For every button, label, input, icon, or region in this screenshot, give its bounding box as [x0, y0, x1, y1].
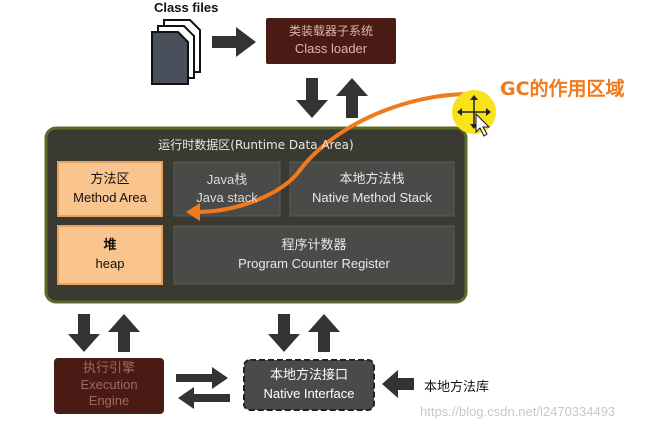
pc-register-text: 程序计数器 Program Counter Register: [174, 237, 454, 273]
method-area-en: Method Area: [73, 190, 147, 205]
pc-register-cn: 程序计数器: [281, 238, 347, 253]
class-files-label: Class files: [154, 0, 219, 15]
class-loader-text: 类装载器子系统 Class loader: [266, 22, 396, 58]
native-interface-en: Native Interface: [263, 386, 355, 401]
native-method-stack-cn: 本地方法栈: [339, 172, 405, 187]
gc-arrow: [195, 91, 479, 214]
arrow-to-classloader: [212, 27, 256, 57]
arrow-runtime-to-native: [268, 314, 300, 352]
native-interface-text: 本地方法接口 Native Interface: [244, 367, 374, 403]
arrow-library-to-interface: [382, 370, 414, 398]
class-loader-box: [266, 18, 396, 64]
arrow-runtime-to-engine: [68, 314, 100, 352]
heap-cn: 堆: [103, 238, 117, 253]
class-files-icon: [151, 19, 201, 85]
move-cursor-icon: [457, 95, 491, 137]
native-method-stack-text: 本地方法栈 Native Method Stack: [290, 171, 454, 207]
native-method-stack-en: Native Method Stack: [312, 190, 432, 205]
watermark-text: https://blog.csdn.net/l2470334493: [420, 404, 616, 419]
heap-box: [57, 225, 163, 285]
java-stack-text: Java栈 Java stack: [174, 171, 280, 207]
java-stack-en: Java stack: [196, 190, 258, 205]
native-interface-cn: 本地方法接口: [269, 368, 348, 383]
java-stack-cn: Java栈: [206, 172, 248, 187]
execution-engine-box: [54, 358, 164, 414]
native-method-stack-box: [289, 161, 455, 217]
execution-engine-en2: Engine: [88, 393, 130, 408]
class-loader-cn: 类装载器子系统: [288, 24, 373, 38]
method-area-text: 方法区 Method Area: [58, 171, 162, 207]
heap-en: heap: [95, 256, 125, 271]
native-interface-box: [243, 359, 375, 411]
arrow-classloader-down: [296, 78, 328, 118]
pc-register-box: [173, 225, 455, 285]
execution-engine-cn: 执行引擎: [82, 361, 135, 376]
arrow-engine-to-interface: [176, 367, 228, 389]
arrow-engine-to-runtime: [108, 314, 140, 352]
native-library-label: 本地方法库: [424, 380, 490, 395]
arrow-interface-to-engine: [178, 387, 230, 409]
execution-engine-en1: Execution: [80, 377, 138, 392]
runtime-area-title: 运行时数据区(Runtime Data Area): [158, 138, 354, 152]
execution-engine-text: 执行引擎 Execution Engine: [54, 361, 164, 409]
arrow-native-to-runtime: [308, 314, 340, 352]
method-area-box: [57, 161, 163, 217]
gc-annotation-label: GC的作用区域: [500, 78, 625, 100]
method-area-cn: 方法区: [90, 172, 130, 187]
gc-arrowhead: [186, 203, 200, 221]
heap-text: 堆 heap: [58, 237, 162, 273]
pc-register-en: Program Counter Register: [238, 256, 390, 271]
class-loader-en: Class loader: [294, 41, 368, 56]
arrow-classloader-up: [336, 78, 368, 118]
